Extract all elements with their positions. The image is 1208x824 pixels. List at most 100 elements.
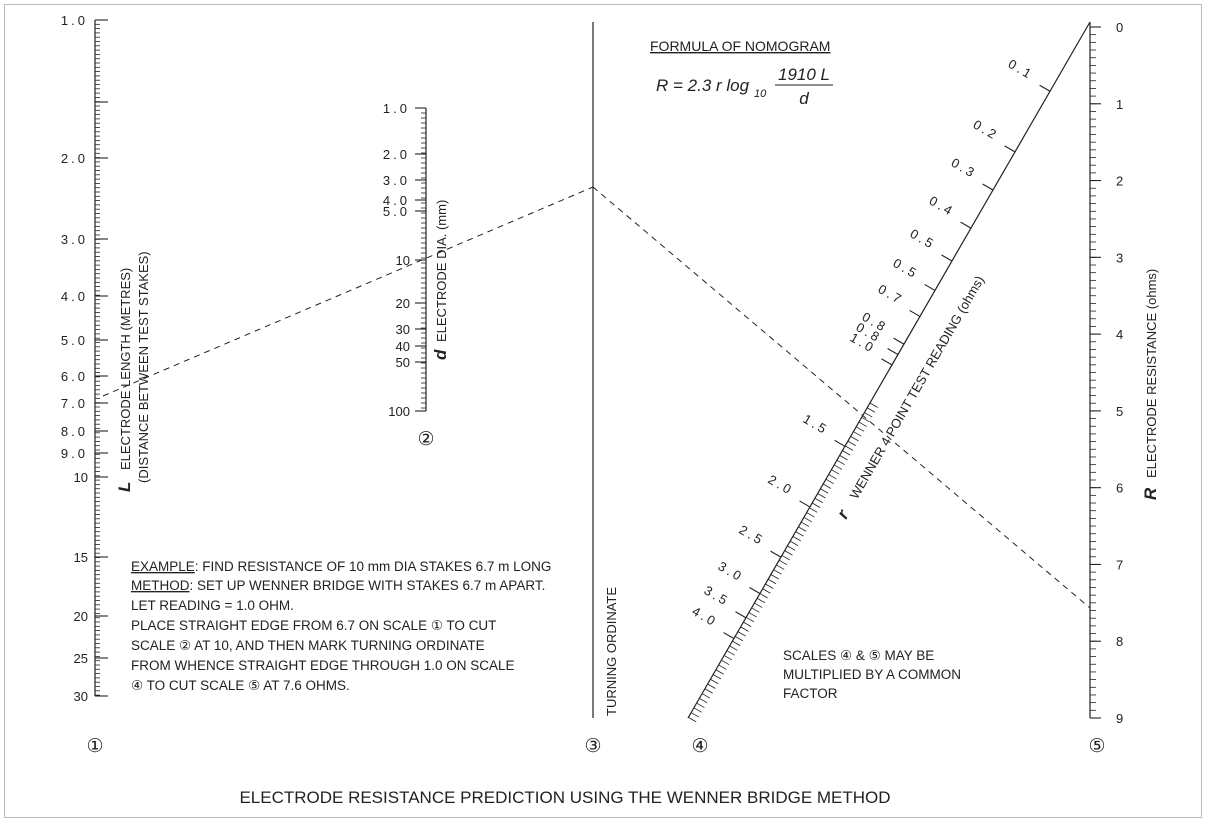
scale-1-label-line1: ELECTRODE LENGTH (METRES) xyxy=(118,268,133,470)
scale-4-major-tick xyxy=(887,348,899,355)
figure-caption: ELECTRODE RESISTANCE PREDICTION USING TH… xyxy=(239,788,890,807)
scale-4-minor-tick xyxy=(825,478,834,485)
scale-3-number: ③ xyxy=(584,736,601,757)
scale-4-major-tick xyxy=(960,221,972,229)
scale-4-minor-tick xyxy=(696,702,705,708)
scale-4-wenner-reading: 0.10.20.30.40.50.50.70.80.81.01.52.02.53… xyxy=(687,21,1091,757)
scale-4-minor-tick xyxy=(704,688,713,694)
scale-4-tick-label: 0.4 xyxy=(927,193,958,220)
scale-4-minor-tick xyxy=(754,602,763,608)
scale-1-tick-label: 7.0 xyxy=(61,396,88,411)
scale-4-minor-tick xyxy=(718,664,727,670)
scale-4-major-tick xyxy=(723,632,735,640)
scale-5-tick-label: 1 xyxy=(1116,97,1123,112)
note-line-1: SCALES ④ & ⑤ MAY BE xyxy=(783,648,934,663)
scale-2-number: ② xyxy=(417,429,434,450)
scale-4-minor-tick xyxy=(737,631,746,637)
scale-4-minor-tick xyxy=(723,655,733,661)
scale-1-tick-label: 8.0 xyxy=(61,424,88,439)
scale-1-tick-label: 15 xyxy=(74,550,88,565)
formula-lhs: R = 2.3 r log xyxy=(656,76,750,95)
note-line-2: MULTIPLIED BY A COMMON xyxy=(783,667,961,682)
scale-4-major-tick xyxy=(881,358,893,366)
scale-5-tick-label: 6 xyxy=(1116,481,1123,496)
scale-4-minor-tick xyxy=(732,640,741,646)
scale-4-major-tick xyxy=(1039,84,1051,92)
scale-4-minor-tick xyxy=(778,559,788,566)
scale-4-minor-tick xyxy=(866,407,876,413)
example-line-7: ④ TO CUT SCALE ⑤ AT 7.6 OHMS. xyxy=(131,678,350,693)
example-text: EXAMPLE: FIND RESISTANCE OF 10 mm DIA ST… xyxy=(131,559,551,693)
scale-1-tick-label: 5.0 xyxy=(61,333,88,348)
scale-4-minor-tick xyxy=(776,564,785,570)
scale-4-minor-tick xyxy=(781,555,790,561)
scale-4-major-tick xyxy=(982,183,994,191)
scale-4-minor-tick xyxy=(765,583,774,589)
scale-5-tick-label: 9 xyxy=(1116,711,1123,726)
scale-1-tick-label: 10 xyxy=(74,470,88,485)
scale-4-tick-label: 0.3 xyxy=(949,155,980,182)
scale-4-minor-tick xyxy=(701,693,711,699)
scale-4-minor-tick xyxy=(817,493,826,499)
scale-4-tick-label: 2.5 xyxy=(737,522,768,549)
scale-4-minor-tick xyxy=(690,712,700,718)
scale-2-label: ELECTRODE DIA. (mm) xyxy=(434,200,449,342)
scale-4-minor-tick xyxy=(822,483,832,489)
scale-4-minor-tick xyxy=(811,502,821,508)
scale-4-minor-tick xyxy=(800,521,810,527)
scale-4-minor-tick xyxy=(707,683,716,689)
scale-4-tick-label: 0.5 xyxy=(908,226,939,253)
scale-4-minor-tick xyxy=(798,526,807,532)
scale-4-minor-tick xyxy=(699,697,708,704)
scale-4-minor-tick xyxy=(712,674,722,680)
scale-4-major-tick xyxy=(735,611,747,619)
scale-3-label: TURNING ORDINATE xyxy=(604,587,619,716)
scale-4-minor-tick xyxy=(847,440,856,446)
scale-4-minor-tick xyxy=(756,597,766,604)
scale-4-minor-tick xyxy=(828,474,837,480)
scale-1-tick-label: 30 xyxy=(74,689,88,704)
scale-2-tick-label: 10 xyxy=(396,253,410,268)
example-line-3: LET READING = 1.0 OHM. xyxy=(131,598,294,613)
scale-1-tick-label: 2.0 xyxy=(61,151,88,166)
scale-4-minor-tick xyxy=(833,464,843,470)
scale-2-tick-label: 2.0 xyxy=(383,147,410,162)
scale-2-tick-label: 5.0 xyxy=(383,204,410,219)
formula-block: FORMULA OF NOMOGRAM R = 2.3 r log 10 191… xyxy=(650,38,833,108)
scale-1-label-line2: (DISTANCE BETWEEN TEST STAKES) xyxy=(136,251,151,483)
scale-4-minor-tick xyxy=(721,659,730,666)
scale-4-minor-tick xyxy=(795,531,804,537)
scale-4-minor-tick xyxy=(710,678,719,685)
scale-4-minor-tick xyxy=(770,574,779,580)
scale-4-minor-tick xyxy=(858,421,867,427)
scale-4-minor-tick xyxy=(767,578,777,585)
scale-2-tick-label: 4.0 xyxy=(383,193,410,208)
scale-2-tick-label: 1.0 xyxy=(383,101,410,116)
example-line-2: METHOD: SET UP WENNER BRIDGE WITH STAKES… xyxy=(131,578,545,593)
scale-4-minor-tick xyxy=(784,550,793,556)
scale-4-label: WENNER 4 POINT TEST READING (ohms) xyxy=(847,273,987,501)
scale-4-major-tick xyxy=(770,550,782,558)
scale-1-tick-label: 3.0 xyxy=(61,232,88,247)
scale-4-minor-tick xyxy=(855,426,865,432)
scale-4-major-tick xyxy=(924,283,936,291)
scale-4-minor-tick xyxy=(762,588,771,594)
example-construction-lines xyxy=(102,186,1091,609)
scale-4-minor-tick xyxy=(688,717,697,723)
scale-4-minor-tick xyxy=(745,616,755,623)
scale-4-tick-label: 4.0 xyxy=(689,603,720,630)
scale-4-tick-label: 0.2 xyxy=(971,117,1002,144)
scale-4-minor-tick xyxy=(850,436,859,442)
scale-4-tick-label: 3.0 xyxy=(716,558,747,585)
scale-4-tick-label: 0.7 xyxy=(876,281,907,308)
scale-4-tick-label: 0.5 xyxy=(891,255,922,282)
scale-4-minor-tick xyxy=(792,536,801,542)
scale-1-tick-label: 1.0 xyxy=(61,13,88,28)
scale-4-major-tick xyxy=(941,254,953,262)
scale-4-minor-tick xyxy=(715,669,724,675)
scale-4-major-tick xyxy=(834,439,846,447)
scale-4-tick-label: 0.1 xyxy=(1006,56,1037,83)
